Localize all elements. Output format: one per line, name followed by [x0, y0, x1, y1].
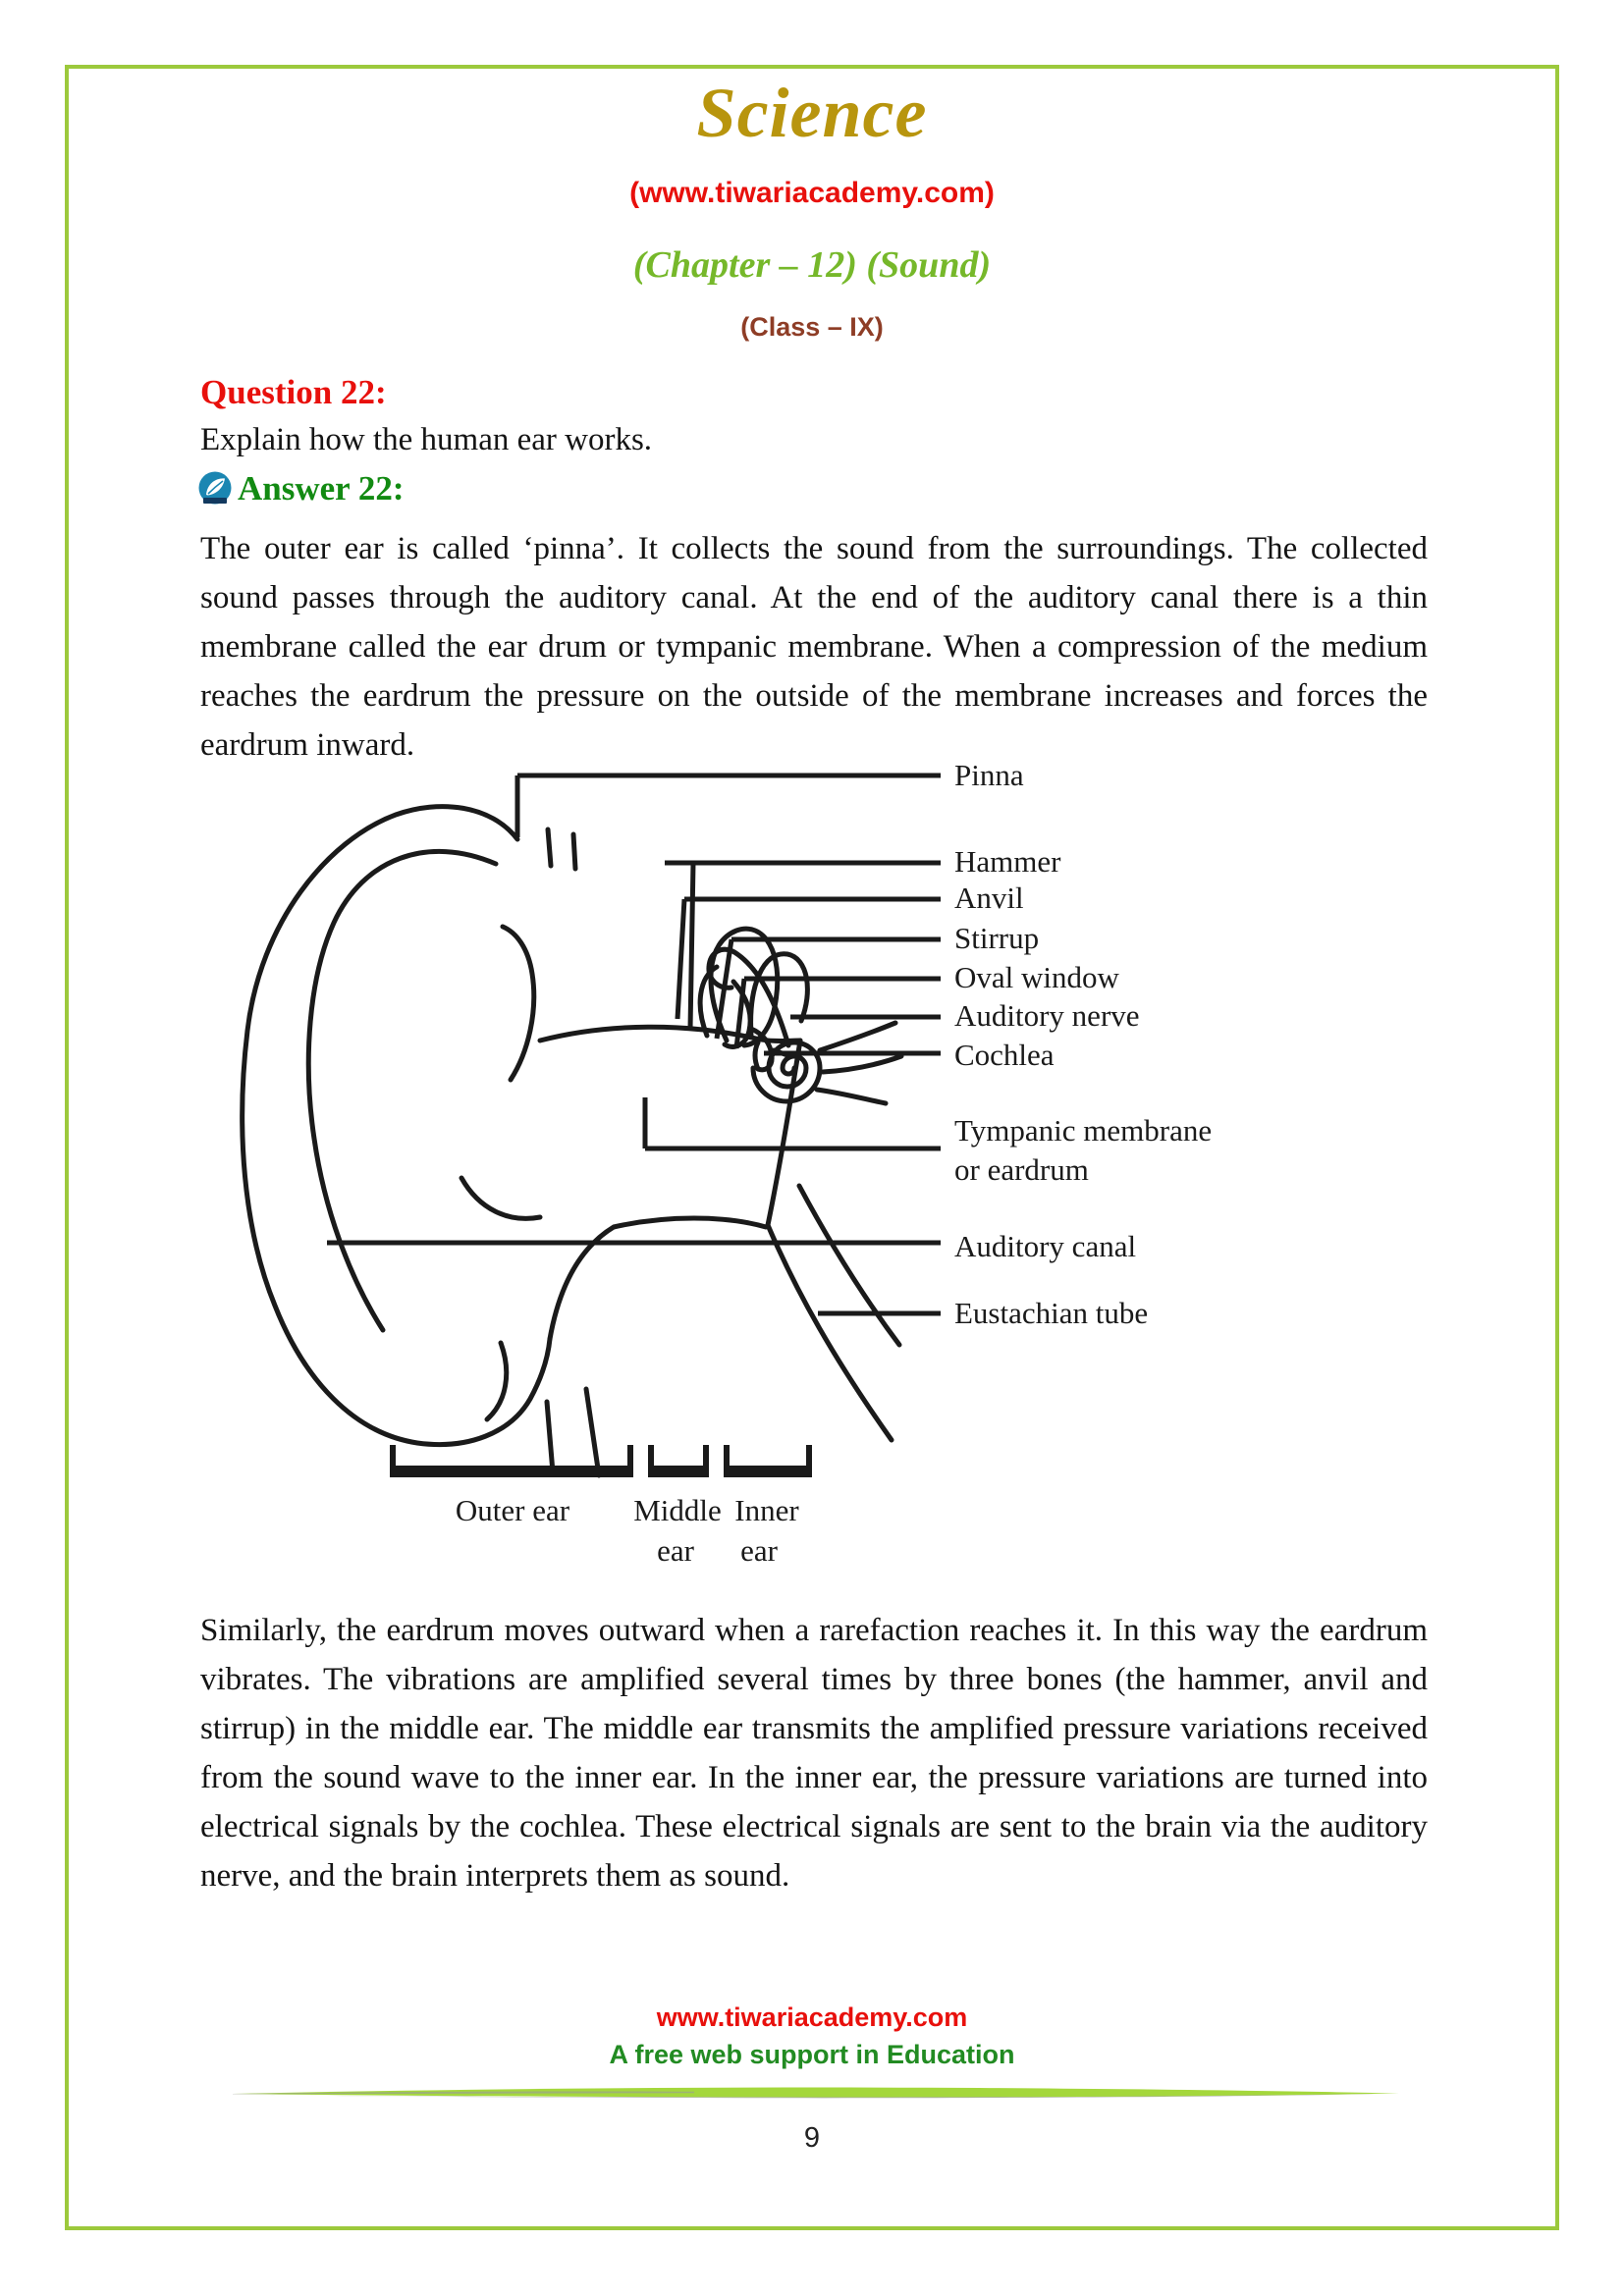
leader-lines [327, 773, 941, 1316]
ear-section-brackets [390, 1445, 812, 1477]
inner-ear-bracket [724, 1445, 812, 1477]
label-stirrup: Stirrup [954, 921, 1039, 955]
outer-ear-bracket [390, 1445, 633, 1477]
label-pinna: Pinna [954, 758, 1024, 792]
answer-paragraph-1: The outer ear is called ‘pinna’. It coll… [200, 531, 1428, 763]
label-inner-ear-line1: Inner [734, 1493, 799, 1527]
ear-drawing [240, 804, 904, 1478]
tympanic-leader [642, 1097, 941, 1151]
label-hammer: Hammer [954, 844, 1061, 879]
footer-divider [233, 2087, 1399, 2099]
class-line: (Class – IX) [740, 312, 884, 342]
answer-paragraph-2: Similarly, the eardrum moves outward whe… [200, 1613, 1428, 1894]
footer-tagline: A free web support in Education [609, 2040, 1015, 2069]
page-number: 9 [803, 2122, 821, 2154]
label-anvil: Anvil [954, 881, 1024, 915]
question-heading: Question 22: [200, 373, 387, 411]
label-tympanic-line2: or eardrum [954, 1152, 1089, 1187]
page-border [65, 65, 1559, 2230]
tiwari-academy-logo-icon [198, 471, 232, 505]
answer-heading: Answer 22: [238, 469, 405, 507]
oval-window-leader [733, 976, 941, 1049]
label-auditory-canal: Auditory canal [954, 1229, 1136, 1263]
label-inner-ear-line2: ear [740, 1533, 779, 1568]
answer-heading-row: Answer 22: [196, 469, 404, 508]
footer-website: www.tiwariacademy.com [656, 2002, 968, 2032]
label-outer-ear: Outer ear [456, 1493, 570, 1527]
label-middle-ear-line1: Middle [633, 1493, 722, 1527]
ear-diagram: Pinna Hammer Anvil Stirrup Oval window A… [240, 758, 1212, 1568]
stirrup-leader [714, 936, 941, 1040]
anvil-leader [675, 896, 941, 1020]
page-title: Science [696, 74, 928, 152]
hammer-leader [665, 860, 941, 1030]
question-text: Explain how the human ear works. [200, 422, 653, 457]
middle-ear-bracket [648, 1445, 709, 1477]
label-cochlea: Cochlea [954, 1038, 1055, 1072]
label-tympanic-line1: Tympanic membrane [954, 1113, 1212, 1148]
chapter-line: (Chapter – 12) (Sound) [632, 244, 992, 286]
label-auditory-nerve: Auditory nerve [954, 998, 1140, 1033]
label-oval-window: Oval window [954, 960, 1120, 994]
header-website: (www.tiwariacademy.com) [629, 177, 995, 209]
label-middle-ear-line2: ear [657, 1533, 695, 1568]
pinna-leader [514, 773, 941, 837]
label-eustachian-tube: Eustachian tube [954, 1296, 1148, 1330]
